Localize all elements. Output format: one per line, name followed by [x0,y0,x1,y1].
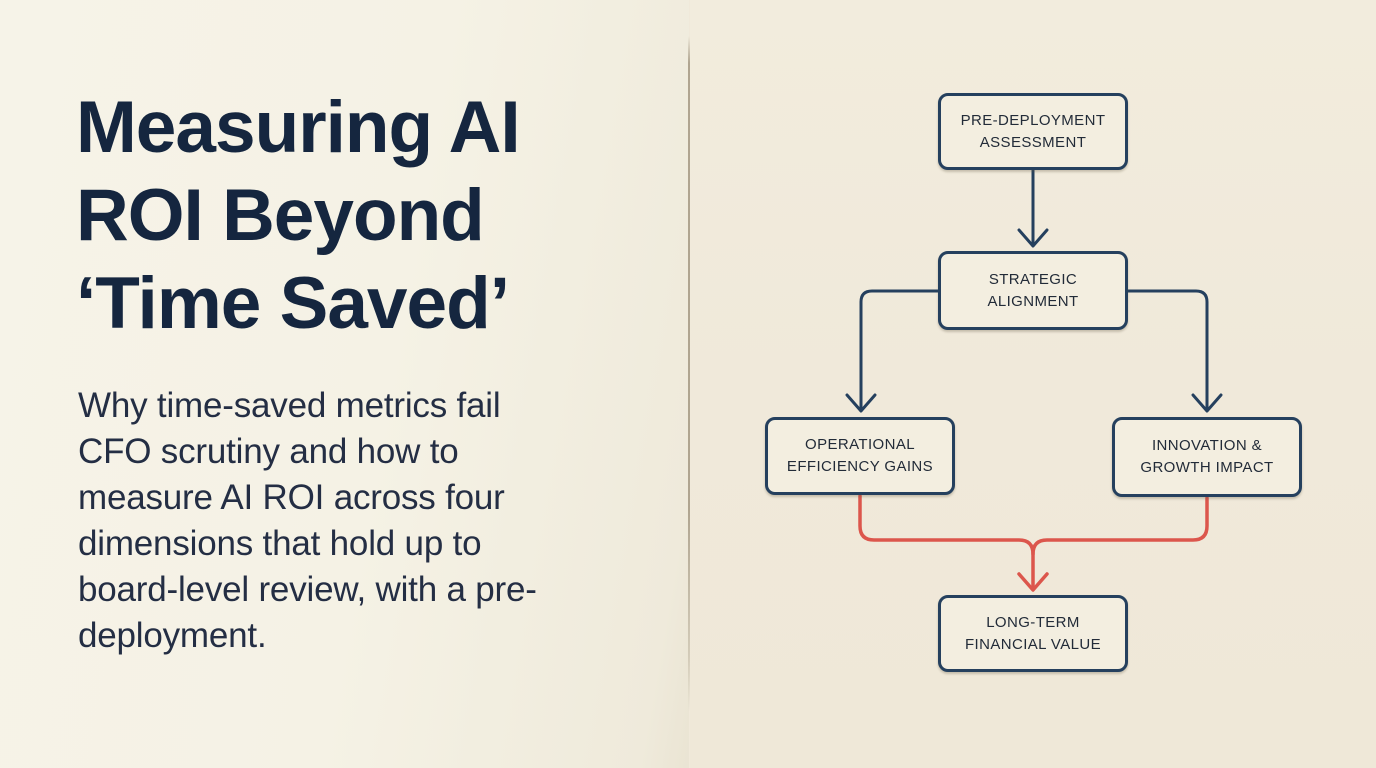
node-label: STRATEGIC ALIGNMENT [987,270,1079,310]
title-line-3: ‘Time Saved’ [76,263,510,344]
node-label: INNOVATION & GROWTH IMPACT [1140,437,1274,476]
node-label: LONG-TERM FINANCIAL VALUE [964,613,1102,653]
node-label: PRE-DEPLOYMENT ASSESSMENT [960,111,1106,151]
subtitle: Why time-saved metrics fail CFO scrutiny… [78,386,537,655]
title-line-2: ROI Beyond [76,175,485,256]
node-label: OPERATIONAL EFFICIENCY GAINS [786,436,934,475]
node-operational-efficiency-gains: OPERATIONAL EFFICIENCY GAINS [765,417,955,495]
title-line-1: Measuring AI [76,87,521,168]
node-long-term-financial-value: LONG-TERM FINANCIAL VALUE [938,595,1128,672]
panel-divider [688,36,690,712]
node-pre-deployment-assessment: PRE-DEPLOYMENT ASSESSMENT [938,93,1128,170]
node-strategic-alignment: STRATEGIC ALIGNMENT [938,251,1128,330]
text-panel: Measuring AI ROI Beyond ‘Time Saved’ Why… [0,0,689,768]
node-innovation-growth-impact: INNOVATION & GROWTH IMPACT [1112,417,1302,497]
page-title: Measuring AI ROI Beyond ‘Time Saved’ [76,84,636,348]
